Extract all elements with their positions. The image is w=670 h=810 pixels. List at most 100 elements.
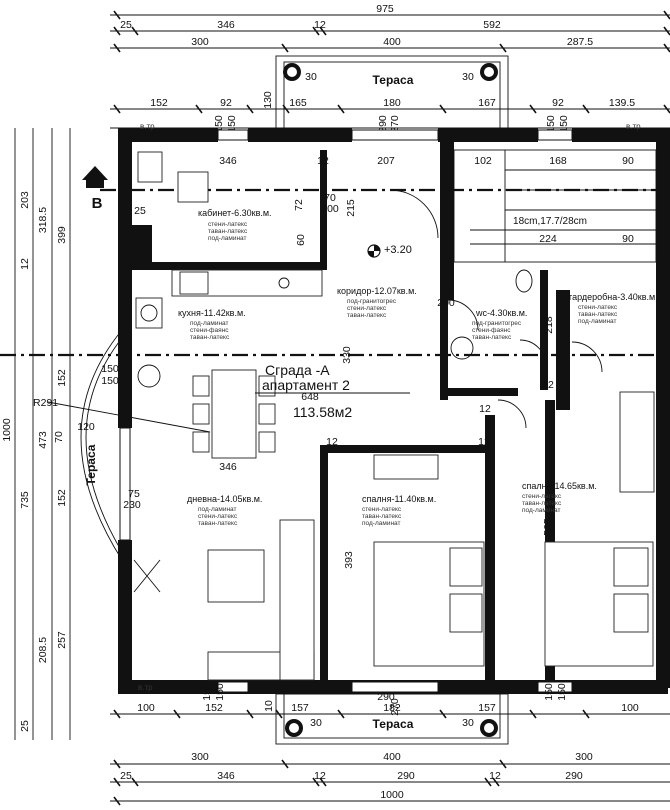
room-spalnya-1-name: спалня-11.40кв.м. <box>362 494 436 504</box>
dim-top-r1-3: 12 <box>314 19 326 31</box>
dim-bottom-open-5: 150 <box>543 683 555 701</box>
dim-bottom-r3-4: 157 <box>291 702 309 714</box>
dim-inner-5: 102 <box>474 155 492 167</box>
dim-inner-22: 70 <box>53 431 65 443</box>
dim-top-overall: 975 <box>376 3 394 15</box>
room-wc-finish-2: стени-фаянс <box>472 327 511 334</box>
dim-inner-12: 200 <box>321 203 339 215</box>
room-kabinet: кабинет-6.30кв.м. стени-латекс таван-лат… <box>198 208 272 242</box>
dim-bottom-r2-3: 300 <box>575 751 593 763</box>
stairs: 18cm,17.7/28cm <box>453 149 657 263</box>
dim-inner-21: 150 <box>101 375 119 387</box>
door-swings <box>389 189 603 429</box>
dim-top-r3-7: 92 <box>552 97 564 109</box>
dim-top-open-5: 150 <box>545 115 557 133</box>
dim-inner-10: 72 <box>293 199 305 211</box>
room-kabinet-finish-3: под-ламинат <box>208 235 247 242</box>
dim-top-r3-1: 152 <box>150 97 168 109</box>
stairs-label: 18cm,17.7/28cm <box>513 216 587 227</box>
dim-left-overall: 1000 <box>1 418 13 442</box>
dim-bottom-open-1: 150 <box>201 683 213 701</box>
left-dimensions: 1000 203 12 735 25 318.5 473 208.5 399 1… <box>1 128 71 740</box>
dim-top-r2-1: 300 <box>191 36 209 48</box>
room-dnevna-finish-2: стени-латекс <box>198 513 238 520</box>
room-spalnya-1-finish-3: под-ламинат <box>362 520 401 527</box>
room-kuhnya-name: кухня-11.42кв.м. <box>178 308 246 318</box>
dim-left-c3-2: 152 <box>56 369 68 387</box>
room-spalnya-1-finish-2: таван-латекс <box>362 513 402 520</box>
dim-inner-32: 12 <box>478 436 490 448</box>
room-spalnya-2-finish-1: стени-латекс <box>522 493 562 500</box>
dim-bottom-r3-3: 10 <box>263 700 275 712</box>
dim-inner-24: 75 <box>128 488 140 500</box>
level-mark: +3.20 <box>367 244 412 258</box>
dim-inner-30: 12 <box>542 379 554 391</box>
dim-bottom-open-2: 150 <box>214 683 226 701</box>
room-spalnya-2: спалня-14.65кв.м. стени-латекс таван-лат… <box>522 481 597 514</box>
room-garderobna-finish-3: под-ламинат <box>578 318 617 325</box>
dim-top-open-4: 270 <box>389 115 401 133</box>
dim-inner-28: 505 <box>542 518 554 536</box>
dim-bottom-r1-5: 12 <box>489 770 501 782</box>
dim-left-c1-4: 25 <box>19 720 31 732</box>
dim-inner-13: 60 <box>295 234 307 246</box>
dim-top-r3-5: 180 <box>383 97 401 109</box>
bottom-terrace: 30 30 Тераса <box>275 693 509 745</box>
dim-inner-8: 224 <box>539 233 557 245</box>
room-kabinet-finish-2: таван-латекс <box>208 228 248 235</box>
room-labels: кабинет-6.30кв.м. стени-латекс таван-лат… <box>178 208 658 527</box>
dim-inner-9: 90 <box>622 233 634 245</box>
dim-bottom-r1-1: 25 <box>120 770 132 782</box>
dim-inner-20: 150 <box>101 363 119 375</box>
dim-bottom-r3-7: 100 <box>621 702 639 714</box>
dim-inner-7: 90 <box>622 155 634 167</box>
room-kuhnya-finish-2: стени-фаянс <box>190 327 229 334</box>
dim-inner-18: 648 <box>301 391 319 403</box>
dim-top-open-3: 290 <box>377 115 389 133</box>
room-dnevna-finish-1: под-ламинат <box>198 506 237 513</box>
dim-inner-16: 200 <box>437 297 455 309</box>
dim-inner-26: 330 <box>341 346 353 364</box>
room-dnevna: дневна-14.05кв.м. под-ламинат стени-лате… <box>187 494 262 527</box>
room-garderobna-finish-2: таван-латекс <box>578 311 618 318</box>
dim-top-r1-1: 25 <box>120 19 132 31</box>
building-label: Сграда -А <box>265 362 330 378</box>
dim-inner-6: 168 <box>549 155 567 167</box>
room-kabinet-name: кабинет-6.30кв.м. <box>198 208 272 218</box>
dim-top-r2-3: 287.5 <box>567 36 593 48</box>
top-dimensions: 975 25 346 12 592 300 400 287.5 152 92 1… <box>110 3 670 133</box>
bottom-dimensions: 150 150 290 270 150 150 100 152 10 157 1… <box>110 683 670 806</box>
room-koridor: коридор-12.07кв.м. под-гранитогрес стени… <box>337 286 417 319</box>
room-garderobna: гардеробна-3.40кв.м. стени-латекс таван-… <box>569 292 658 325</box>
terrace-bottom-label: Тераса <box>373 717 414 731</box>
dim-bottom-r1-3: 12 <box>314 770 326 782</box>
room-wc-name: wc-4.30кв.м. <box>475 308 527 318</box>
terrace-top-label: Тераса <box>373 73 414 87</box>
room-spalnya-2-name: спалня-14.65кв.м. <box>522 481 597 491</box>
dim-left-c3-4: 257 <box>56 631 68 649</box>
dim-bottom-open-3: 290 <box>377 691 395 703</box>
svg-text:30: 30 <box>462 71 474 83</box>
room-koridor-finish-1: под-гранитогрес <box>347 298 397 305</box>
dim-inner-27: 393 <box>343 551 355 569</box>
dim-left-c1-1: 203 <box>19 191 31 209</box>
dim-top-r3-4: 165 <box>289 97 307 109</box>
dim-top-open-6: 150 <box>558 115 570 133</box>
dim-bottom-overall: 1000 <box>380 789 404 801</box>
room-dnevna-finish-3: таван-латекс <box>198 520 238 527</box>
room-spalnya-2-finish-3: под-ламинат <box>522 507 561 514</box>
dim-inner-11: 70 <box>324 192 336 204</box>
dim-inner-31: 12 <box>326 436 338 448</box>
dim-bottom-r1-2: 346 <box>217 770 235 782</box>
room-kabinet-finish-1: стени-латекс <box>208 221 248 228</box>
top-terrace: 30 30 Тераса <box>275 55 509 131</box>
left-terrace: Тераса R291 <box>33 329 211 561</box>
north-marker: В <box>82 166 108 212</box>
furniture <box>133 151 655 681</box>
dim-inner-3: 207 <box>377 155 395 167</box>
dim-inner-1: 346 <box>219 155 237 167</box>
vent-label-1: в.тр <box>140 122 155 131</box>
dim-bottom-r3-5: 182 <box>383 702 401 714</box>
dim-bottom-r3-6: 157 <box>478 702 496 714</box>
dim-bottom-r2-2: 400 <box>383 751 401 763</box>
